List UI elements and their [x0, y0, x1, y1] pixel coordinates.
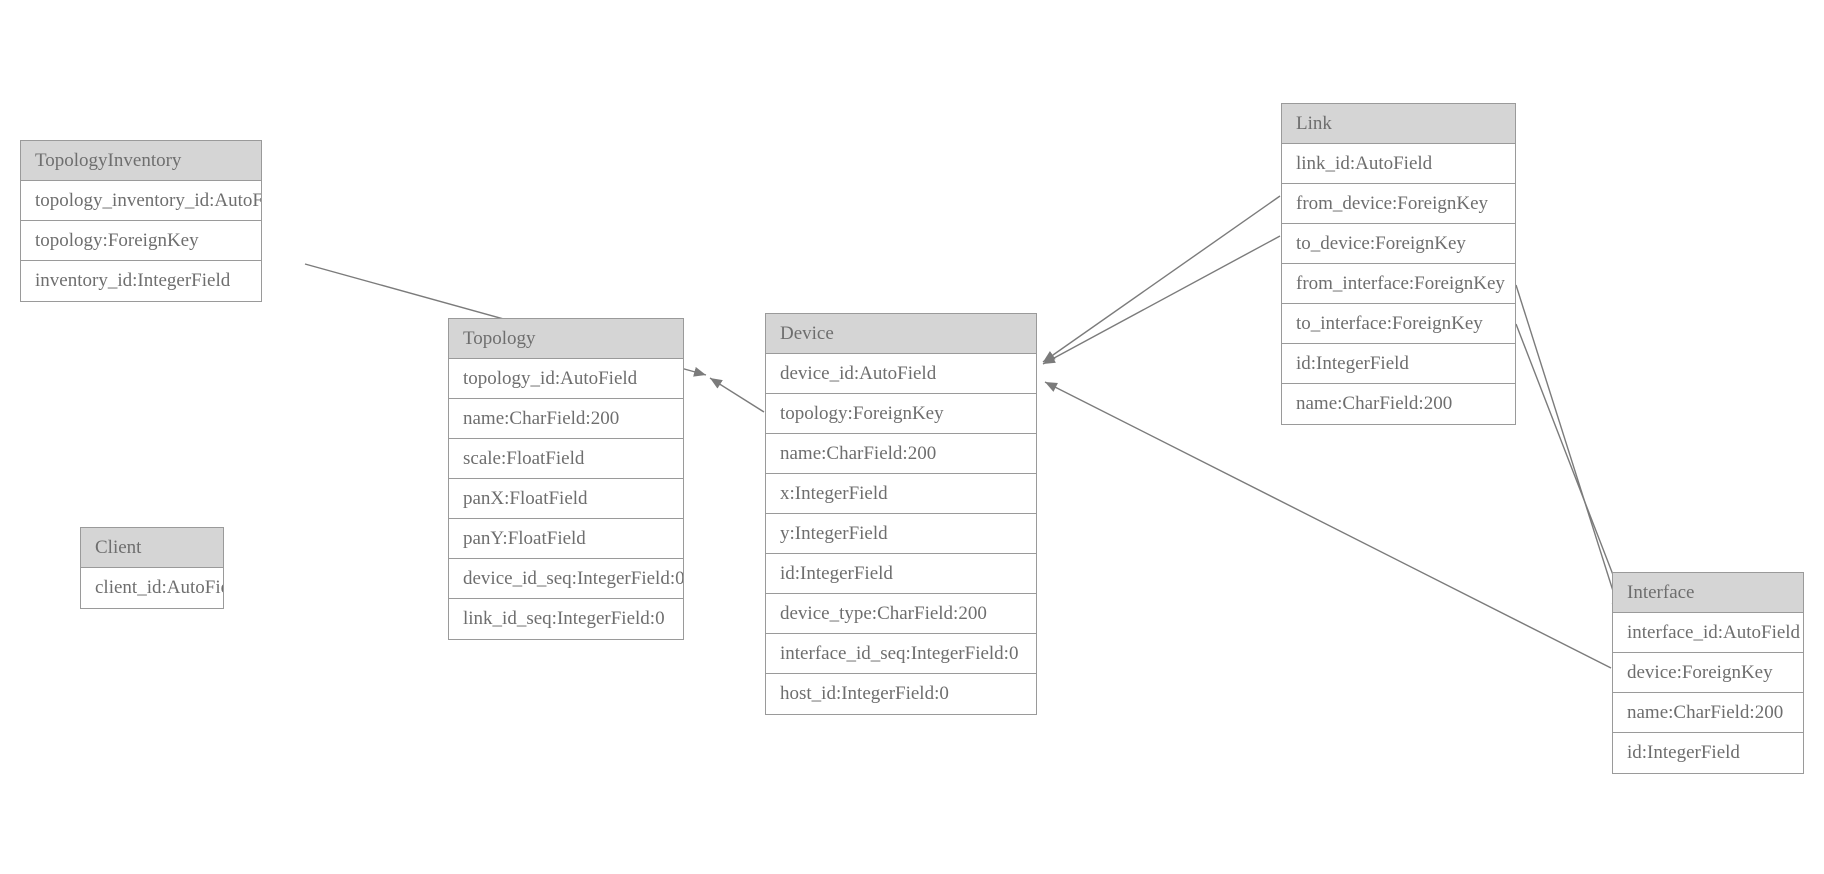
entity-title: TopologyInventory	[21, 141, 261, 181]
entity-title: Client	[81, 528, 223, 568]
entity-topologyinventory[interactable]: TopologyInventory topology_inventory_id:…	[20, 140, 262, 302]
entity-field: panX:FloatField	[449, 479, 683, 519]
entity-title: Device	[766, 314, 1036, 354]
entity-title: Link	[1282, 104, 1515, 144]
entity-interface[interactable]: Interface interface_id:AutoField device:…	[1612, 572, 1804, 774]
entity-field: panY:FloatField	[449, 519, 683, 559]
entity-client[interactable]: Client client_id:AutoField	[80, 527, 224, 609]
entity-field: device:ForeignKey	[1613, 653, 1803, 693]
entity-field: topology_inventory_id:AutoField	[21, 181, 261, 221]
entity-field: id:IntegerField	[1282, 344, 1515, 384]
relationship-edge	[709, 377, 765, 413]
entity-field: id:IntegerField	[1613, 733, 1803, 773]
entity-device[interactable]: Device device_id:AutoField topology:Fore…	[765, 313, 1037, 715]
entity-field: device_id_seq:IntegerField:0	[449, 559, 683, 599]
entity-link[interactable]: Link link_id:AutoField from_device:Forei…	[1281, 103, 1516, 425]
entity-field: interface_id:AutoField	[1613, 613, 1803, 653]
entity-field: name:CharField:200	[449, 399, 683, 439]
relationship-edge	[1042, 195, 1281, 363]
entity-field: name:CharField:200	[1282, 384, 1515, 424]
entity-field: name:CharField:200	[766, 434, 1036, 474]
entity-field: to_device:ForeignKey	[1282, 224, 1515, 264]
entity-topology[interactable]: Topology topology_id:AutoField name:Char…	[448, 318, 684, 640]
entity-field: device_id:AutoField	[766, 354, 1036, 394]
entity-field: x:IntegerField	[766, 474, 1036, 514]
entity-title: Interface	[1613, 573, 1803, 613]
entity-field: link_id:AutoField	[1282, 144, 1515, 184]
entity-field: id:IntegerField	[766, 554, 1036, 594]
entity-field: name:CharField:200	[1613, 693, 1803, 733]
entity-field: link_id_seq:IntegerField:0	[449, 599, 683, 639]
entity-field: topology:ForeignKey	[21, 221, 261, 261]
entity-field: inventory_id:IntegerField	[21, 261, 261, 301]
entity-field: from_device:ForeignKey	[1282, 184, 1515, 224]
entity-field: host_id:IntegerField:0	[766, 674, 1036, 714]
relationship-edge	[1515, 284, 1622, 614]
entity-field: topology_id:AutoField	[449, 359, 683, 399]
entity-field: to_interface:ForeignKey	[1282, 304, 1515, 344]
entity-field: client_id:AutoField	[81, 568, 223, 608]
entity-field: scale:FloatField	[449, 439, 683, 479]
entity-title: Topology	[449, 319, 683, 359]
entity-field: device_type:CharField:200	[766, 594, 1036, 634]
entity-field: y:IntegerField	[766, 514, 1036, 554]
relationship-edge	[1042, 235, 1281, 365]
entity-field: from_interface:ForeignKey	[1282, 264, 1515, 304]
relationship-edge	[1515, 323, 1628, 612]
entity-field: interface_id_seq:IntegerField:0	[766, 634, 1036, 674]
entity-field: topology:ForeignKey	[766, 394, 1036, 434]
